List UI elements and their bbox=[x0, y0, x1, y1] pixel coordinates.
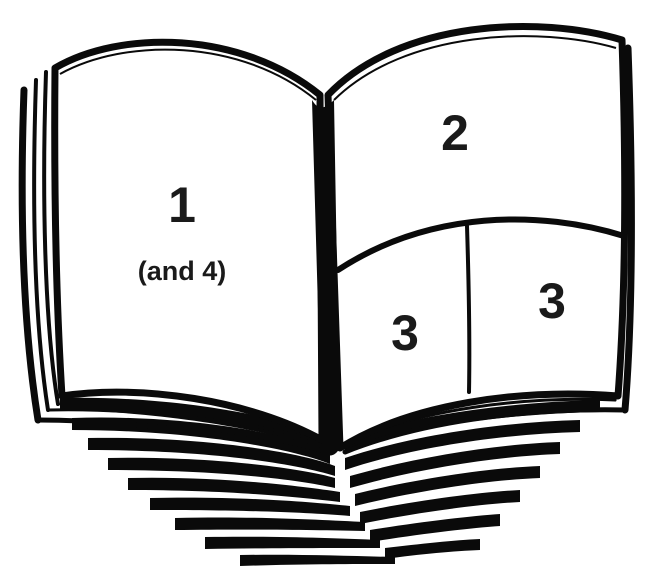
section-3a-number: 3 bbox=[391, 305, 419, 361]
section-2-number: 2 bbox=[441, 105, 469, 161]
right-page-vertical-divider bbox=[467, 226, 469, 392]
section-1-number: 1 bbox=[168, 177, 196, 233]
left-page bbox=[55, 42, 322, 440]
section-1-note: (and 4) bbox=[138, 256, 227, 286]
section-3b-number: 3 bbox=[538, 273, 566, 329]
right-page bbox=[328, 26, 625, 448]
